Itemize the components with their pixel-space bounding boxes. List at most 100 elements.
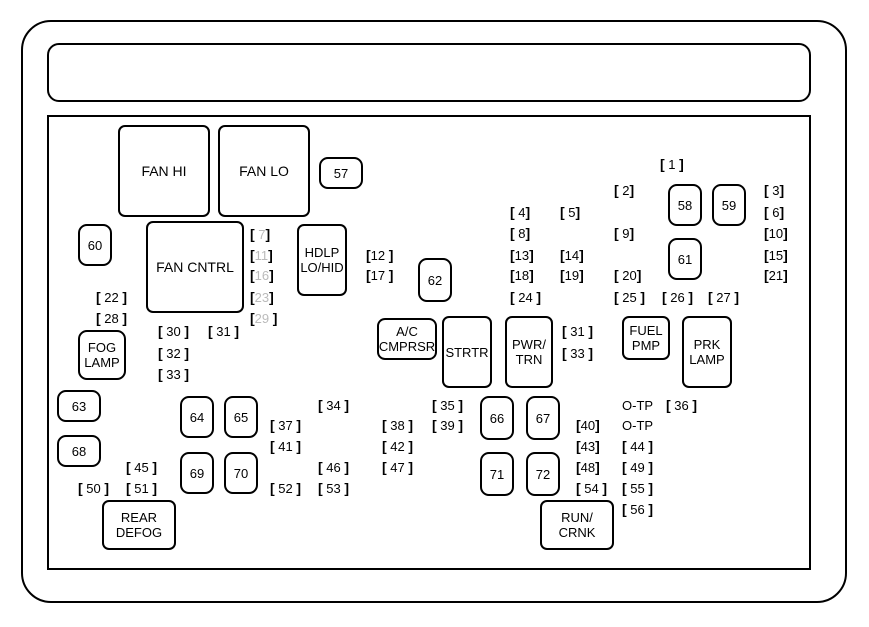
relay-ac-cmprsr-label: A/C CMPRSR (378, 324, 436, 354)
relay-60: 60 (78, 224, 112, 266)
fuse-31-left: [ 31 ] (208, 323, 240, 340)
fuse-47: [ 47 ] (382, 459, 414, 476)
fuse-7: [ 7] (250, 226, 271, 243)
fuse-15: [15] (764, 247, 788, 264)
relay-65-label: 65 (233, 409, 249, 425)
fuse-41: [ 41 ] (270, 438, 302, 455)
relay-fuel-pmp-label: FUEL PMP (629, 323, 663, 353)
test-point-2: O-TP (622, 418, 654, 433)
fuse-39: [ 39 ] (432, 417, 464, 434)
fuse-1: [ 1 ] (660, 156, 684, 173)
relay-fuel-pmp: FUEL PMP (622, 316, 670, 360)
fuse-box-outline (21, 20, 847, 603)
relay-72-label: 72 (535, 466, 551, 482)
relay-strtr: STRTR (442, 316, 492, 388)
relay-70: 70 (224, 452, 258, 494)
fuse-21: [21] (764, 267, 788, 284)
relay-rear-defog-label: REAR DEFOG (115, 510, 163, 540)
relay-71-label: 71 (489, 466, 505, 482)
fuse-51: [ 51 ] (126, 480, 158, 497)
fuse-55: [ 55 ] (622, 480, 654, 497)
fuse-35: [ 35 ] (432, 397, 464, 414)
relay-run-crnk: RUN/ CRNK (540, 500, 614, 550)
fuse-34: [ 34 ] (318, 397, 350, 414)
relay-66-label: 66 (489, 410, 505, 426)
relay-pwr-trn-label: PWR/ TRN (512, 337, 546, 367)
fuse-18: [18] (510, 267, 534, 284)
relay-62: 62 (418, 258, 452, 302)
fuse-36: [ 36 ] (666, 397, 698, 414)
relay-70-label: 70 (233, 465, 249, 481)
relay-fan-lo-label: FAN LO (239, 162, 289, 179)
fuse-2: [ 2] (614, 182, 635, 199)
relay-fog-lamp: FOG LAMP (78, 330, 126, 380)
fuse-14: [14] (560, 247, 584, 264)
fuse-6: [ 6] (764, 204, 785, 221)
fuse-25: [ 25 ] (614, 289, 646, 306)
relay-fan-cntrl-label: FAN CNTRL (156, 258, 234, 275)
fuse-44: [ 44 ] (622, 438, 654, 455)
fuse-28: [ 28 ] (96, 310, 128, 327)
relay-69-label: 69 (189, 465, 205, 481)
relay-rear-defog: REAR DEFOG (102, 500, 176, 550)
relay-65: 65 (224, 396, 258, 438)
relay-fog-lamp-label: FOG LAMP (84, 340, 120, 370)
fuse-12: [12 ] (366, 247, 394, 264)
fuse-3: [ 3] (764, 182, 785, 199)
fuse-10: [10] (764, 225, 788, 242)
fuse-17: [17 ] (366, 267, 394, 284)
relay-61-label: 61 (677, 251, 693, 267)
relay-67-label: 67 (535, 410, 551, 426)
fuse-32: [ 32 ] (158, 345, 190, 362)
relay-68-label: 68 (71, 443, 87, 459)
relay-58: 58 (668, 184, 702, 226)
fuse-43: [43] (576, 438, 600, 455)
fuse-16: [16] (250, 267, 274, 284)
relay-ac-cmprsr: A/C CMPRSR (377, 318, 437, 360)
relay-run-crnk-label: RUN/ CRNK (558, 510, 596, 540)
relay-fan-hi: FAN HI (118, 125, 210, 217)
relay-prk-lamp: PRK LAMP (682, 316, 732, 388)
fuse-20: [ 20] (614, 267, 642, 284)
relay-59: 59 (712, 184, 746, 226)
fuse-4: [ 4] (510, 204, 531, 221)
fuse-45: [ 45 ] (126, 459, 158, 476)
relay-63-label: 63 (71, 398, 87, 414)
fuse-50: [ 50 ] (78, 480, 110, 497)
fuse-27: [ 27 ] (708, 289, 740, 306)
relay-68: 68 (57, 435, 101, 467)
relay-64: 64 (180, 396, 214, 438)
relay-66: 66 (480, 396, 514, 440)
fuse-19: [19] (560, 267, 584, 284)
fuse-11: [11] (250, 247, 273, 264)
relay-60-label: 60 (87, 237, 103, 253)
fuse-box-title-bar (47, 43, 811, 102)
fuse-8: [ 8] (510, 225, 531, 242)
fuse-29: [29 ] (250, 310, 278, 327)
fuse-5: [ 5] (560, 204, 581, 221)
fuse-54: [ 54 ] (576, 480, 608, 497)
fuse-9: [ 9] (614, 225, 635, 242)
relay-pwr-trn: PWR/ TRN (505, 316, 553, 388)
test-point-1: O-TP (622, 398, 654, 413)
relay-67: 67 (526, 396, 560, 440)
relay-59-label: 59 (721, 197, 737, 213)
fuse-37: [ 37 ] (270, 417, 302, 434)
fuse-13: [13] (510, 247, 534, 264)
fuse-56: [ 56 ] (622, 501, 654, 518)
relay-61: 61 (668, 238, 702, 280)
fuse-26: [ 26 ] (662, 289, 694, 306)
relay-fan-hi-label: FAN HI (141, 162, 187, 179)
relay-57: 57 (319, 157, 363, 189)
fuse-46: [ 46 ] (318, 459, 350, 476)
fuse-42: [ 42 ] (382, 438, 414, 455)
fuse-22: [ 22 ] (96, 289, 128, 306)
fuse-24: [ 24 ] (510, 289, 542, 306)
fuse-52: [ 52 ] (270, 480, 302, 497)
relay-72: 72 (526, 452, 560, 496)
relay-57-label: 57 (333, 165, 349, 181)
fuse-40: [40] (576, 417, 600, 434)
relay-62-label: 62 (427, 272, 443, 288)
relay-64-label: 64 (189, 409, 205, 425)
fuse-53: [ 53 ] (318, 480, 350, 497)
